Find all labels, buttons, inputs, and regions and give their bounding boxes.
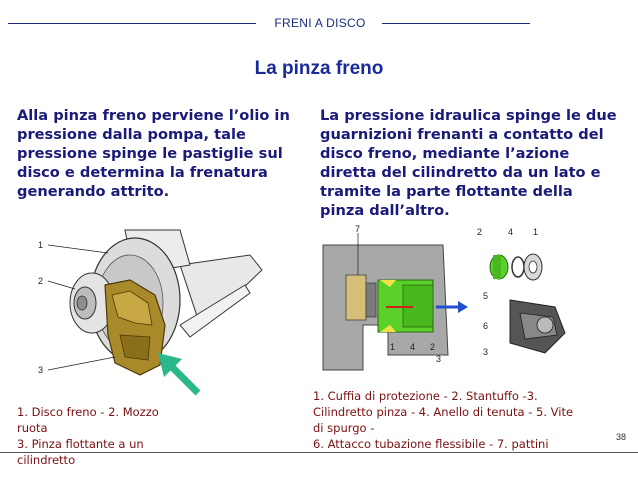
caliper-parts-figure: 2 4 1 5 6 3: [477, 227, 566, 357]
left-paragraph: Alla pinza freno perviene l’olio in pres…: [17, 107, 290, 200]
callout-label: 3: [483, 347, 488, 357]
caption-line: 1. Disco freno - 2. Mozzo: [17, 405, 159, 419]
slide-title: La pinza freno: [254, 58, 384, 79]
callout-label: 2: [477, 227, 482, 237]
header-rule-right: [382, 23, 530, 24]
caliper-assembly-figure: 1 2 3: [38, 229, 263, 396]
right-caption: 1. Cuffia di protezione - 2. Stantuffo -…: [313, 388, 623, 452]
caption-line: di spurgo -: [313, 421, 375, 435]
left-caption: 1. Disco freno - 2. Mozzo ruota 3. Pinza…: [17, 404, 207, 468]
callout-label: 5: [483, 291, 488, 301]
header-title: FRENI A DISCO: [274, 16, 366, 30]
callout-label: 4: [508, 227, 513, 237]
caption-line: 1. Cuffia di protezione - 2. Stantuffo -…: [313, 389, 538, 403]
arrow-icon: [158, 353, 201, 396]
callout-label: 2: [430, 342, 435, 352]
callout-label: 2: [38, 276, 43, 286]
header-rule-left: [8, 23, 256, 24]
footer-rule: [0, 452, 638, 453]
caption-line: 6. Attacco tubazione flessibile - 7. pat…: [313, 437, 549, 451]
callout-label: 1: [533, 227, 538, 237]
caption-line: cilindretto: [17, 453, 76, 467]
callout-label: 4: [410, 342, 415, 352]
caption-line: Cilindretto pinza - 4. Anello di tenuta …: [313, 405, 574, 419]
caption-line: ruota: [17, 421, 48, 435]
callout-label: 1: [38, 240, 43, 250]
callout-label: 6: [483, 321, 488, 331]
callout-label: 3: [436, 354, 441, 364]
callout-label: 7: [355, 225, 360, 234]
page-number: 38: [615, 432, 626, 442]
callout-label: 1: [390, 342, 395, 352]
caliper-section-figure: 7 1 4 2 3: [322, 225, 468, 371]
callout-label: 3: [38, 365, 43, 375]
right-paragraph: La pressione idraulica spinge le due gua…: [320, 107, 617, 219]
caption-line: 3. Pinza flottante a un: [17, 437, 144, 451]
